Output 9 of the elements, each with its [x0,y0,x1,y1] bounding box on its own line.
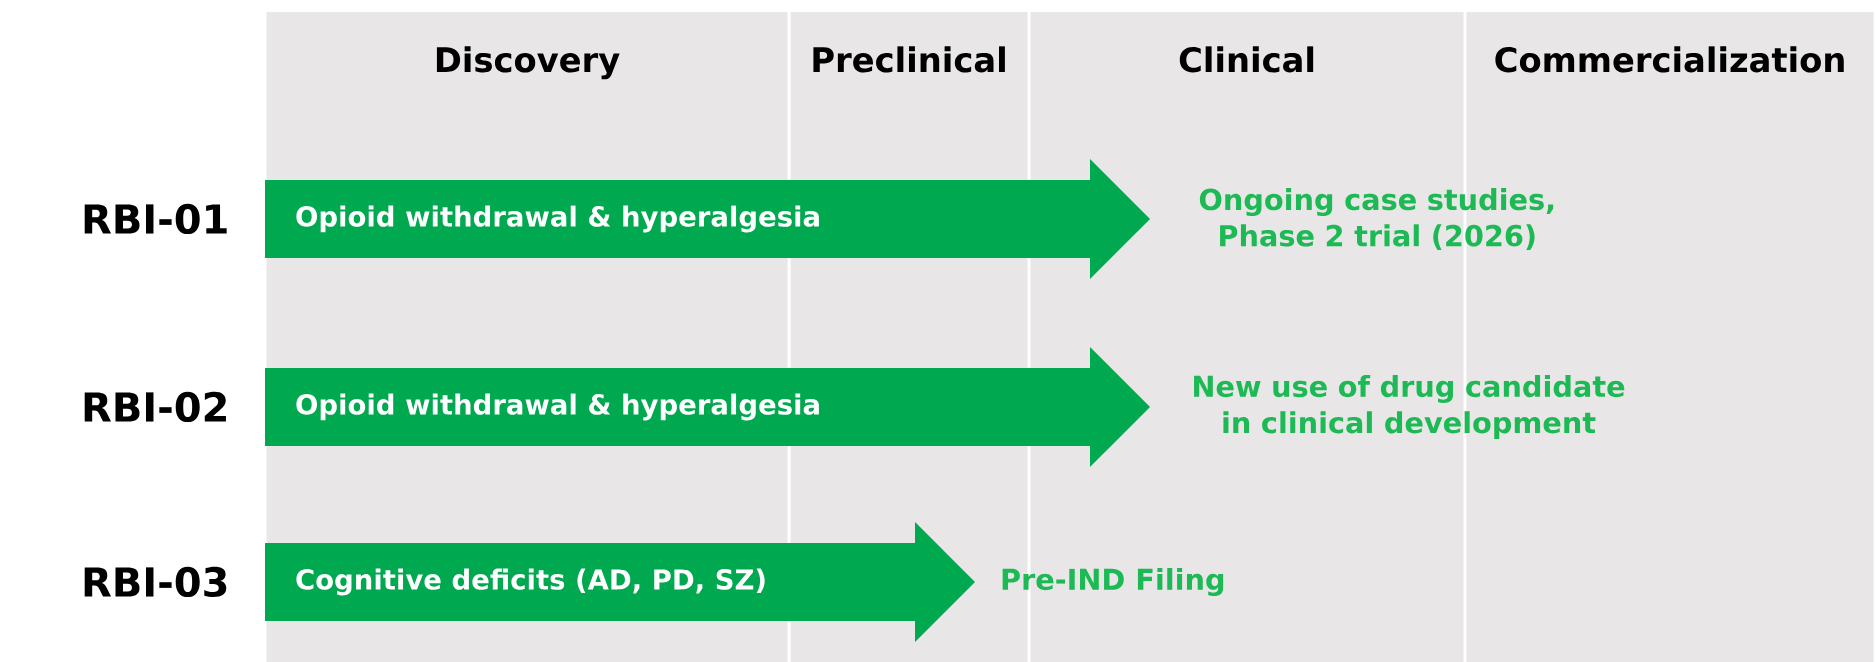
pipeline-bar: Opioid withdrawal & hyperalgesia [265,159,1150,279]
status-text: Pre-IND Filing [1002,567,1224,596]
status-text: Ongoing case studies, Phase 2 trial (2026) [1199,188,1554,250]
row-label: RBI-02 [84,391,226,423]
row-label: RBI-01 [84,203,227,235]
pipeline-bar: Cognitive deficits (AD, PD, SZ) [265,522,975,642]
status-text: New use of drug candidate in clinical development [1194,374,1625,439]
row-label: RBI-03 [84,566,227,598]
pipeline-bar: Opioid withdrawal & hyperalgesia [265,347,1150,467]
